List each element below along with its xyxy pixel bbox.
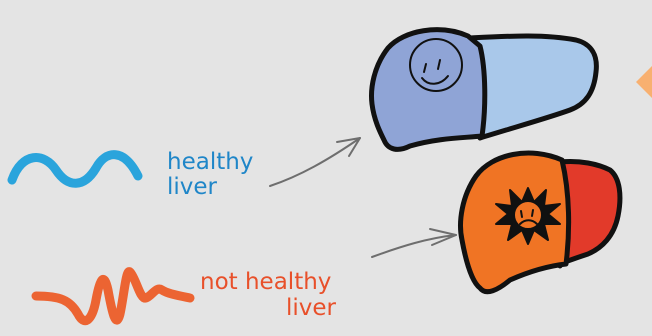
sick-liver	[461, 153, 620, 292]
healthy-label-line-1: healthy	[167, 150, 253, 175]
healthy-liver-right-lobe	[468, 36, 596, 138]
arrow-to-sick-liver	[372, 229, 456, 257]
arrow-to-healthy-liver	[270, 138, 360, 186]
not-healthy-label-line-1: not healthy	[200, 270, 331, 295]
not-healthy-label-line-2: liver	[286, 296, 336, 321]
healthy-label-line-2: liver	[167, 175, 217, 200]
healthy-liver	[372, 30, 597, 150]
jagged-wave-icon	[36, 272, 190, 321]
accent-triangle	[636, 66, 652, 98]
smooth-wave-icon	[12, 155, 138, 184]
